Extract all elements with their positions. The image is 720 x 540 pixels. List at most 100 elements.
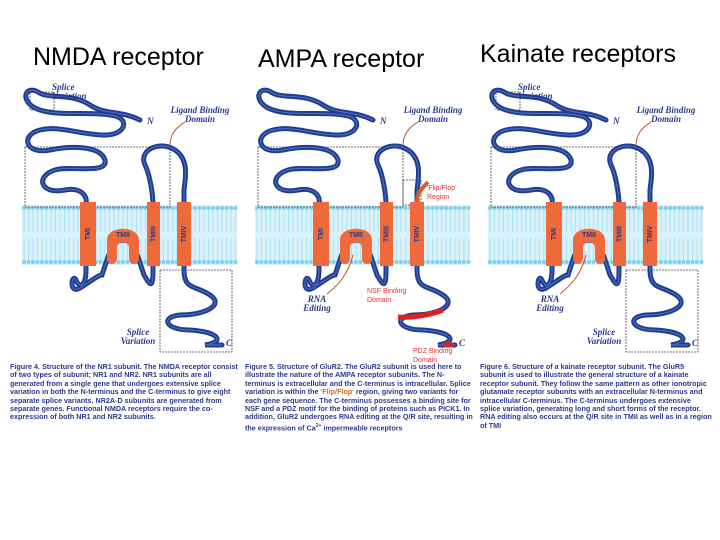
splice-variation-box — [159, 269, 233, 353]
lipid-head — [542, 260, 546, 264]
caption-body: region, giving two variants for each gen… — [245, 387, 473, 433]
lipid-head — [161, 260, 166, 264]
c-terminus-label: C — [226, 338, 233, 348]
ligand-binding-domain-label: Ligand Binding — [403, 105, 463, 115]
title-nmda: NMDA receptor — [33, 43, 204, 71]
n-terminus-label: N — [612, 116, 620, 126]
tm-label: TMIII — [617, 226, 624, 242]
pdz-binding-label: PDZ Binding — [413, 348, 452, 355]
lipid-head — [403, 260, 408, 264]
lipid-head — [304, 260, 309, 264]
chain-highlight — [491, 89, 689, 346]
lipid-head — [31, 260, 35, 264]
lipid-head — [206, 206, 211, 210]
lipid-head — [636, 206, 641, 210]
lipid-head — [488, 260, 492, 264]
tm-segment — [177, 202, 191, 266]
ligand-binding-domain-label: Domain — [417, 114, 448, 124]
lipid-head — [98, 260, 103, 264]
lipid-head — [40, 260, 44, 264]
caption-nmda: Figure 4. Structure of the NR1 subunit. … — [10, 362, 238, 422]
lipid-head — [197, 260, 202, 264]
lipid-head — [394, 260, 399, 264]
n-terminus-label: N — [379, 116, 387, 126]
lipid-head — [426, 260, 430, 264]
lipid-head — [224, 206, 229, 210]
lipid-head — [695, 206, 699, 210]
splice-variation-label: Variation — [587, 336, 622, 346]
lipid-head — [206, 260, 211, 264]
lipid-head — [193, 206, 197, 210]
rna-editing-arrow — [559, 254, 587, 295]
lipid-head — [220, 206, 224, 210]
lipid-head — [659, 206, 663, 210]
lipid-head — [202, 260, 206, 264]
lipid-head — [229, 260, 233, 264]
lipid-head — [591, 260, 596, 264]
caption-ampa: Figure 5. Structure of GluR2. The GluR2 … — [245, 362, 473, 433]
tm-label: TMIII — [384, 226, 391, 242]
lipid-head — [197, 206, 202, 210]
ligand-binding-box — [257, 146, 404, 208]
ligand-binding-domain-label: Ligand Binding — [636, 105, 696, 115]
lipid-head — [587, 260, 591, 264]
lipid-head — [71, 260, 76, 264]
rna-editing-label: RNA — [307, 294, 327, 304]
lipid-head — [609, 260, 614, 264]
lipid-bilayer — [22, 205, 238, 265]
rna-editing-label: Editing — [535, 303, 564, 313]
tm-segment — [643, 202, 657, 266]
lipid-head — [220, 260, 224, 264]
lipid-head — [211, 260, 215, 264]
lipid-head — [668, 206, 672, 210]
lipid-head — [125, 260, 130, 264]
lipid-head — [453, 206, 457, 210]
tm-label: TMI — [85, 228, 92, 240]
splice-variation-box — [625, 269, 699, 353]
lipid-head — [273, 260, 277, 264]
lipid-head — [233, 206, 238, 210]
lipid-head — [403, 206, 408, 210]
lipid-head — [309, 260, 313, 264]
chain-highlight — [258, 89, 456, 346]
lipid-head — [116, 260, 121, 264]
pdz-binding-label: Domain — [413, 357, 437, 364]
lipid-head — [229, 206, 233, 210]
ligand-binding-domain-label: Domain — [650, 114, 681, 124]
lipid-head — [295, 260, 300, 264]
lipid-head — [58, 260, 62, 264]
tmii-hairpin — [107, 228, 139, 264]
lipid-head — [399, 260, 403, 264]
lipid-head — [448, 206, 453, 210]
lipid-head — [677, 206, 681, 210]
lipid-head — [300, 260, 304, 264]
lipid-head — [282, 260, 286, 264]
lipid-head — [681, 260, 686, 264]
lipid-head — [264, 260, 268, 264]
ligand-arrow — [402, 121, 419, 147]
tm-label: TMII — [582, 232, 596, 239]
tm-label: TMII — [349, 232, 363, 239]
lipid-head — [439, 206, 444, 210]
lipid-head — [121, 260, 125, 264]
rna-editing-label: Editing — [302, 303, 331, 313]
lipid-head — [462, 260, 466, 264]
lipid-head — [286, 260, 291, 264]
tm-label: TMIV — [414, 225, 421, 242]
lipid-head — [62, 260, 67, 264]
lipid-head — [67, 260, 71, 264]
lipid-head — [497, 260, 501, 264]
lipid-head — [686, 206, 690, 210]
lipid-head — [668, 260, 672, 264]
lipid-head — [233, 260, 238, 264]
lipid-head — [291, 260, 295, 264]
splice-variation-label: Variation — [121, 336, 156, 346]
lipid-head — [354, 260, 358, 264]
lipid-head — [26, 260, 31, 264]
splice-variation-label: Variation — [52, 91, 87, 101]
lipid-head — [448, 260, 453, 264]
caption-kainate: Figure 6. Structure of a kainate recepto… — [480, 362, 712, 430]
lipid-head — [202, 206, 206, 210]
lipid-head — [211, 206, 215, 210]
tm-label: TMIV — [647, 225, 654, 242]
